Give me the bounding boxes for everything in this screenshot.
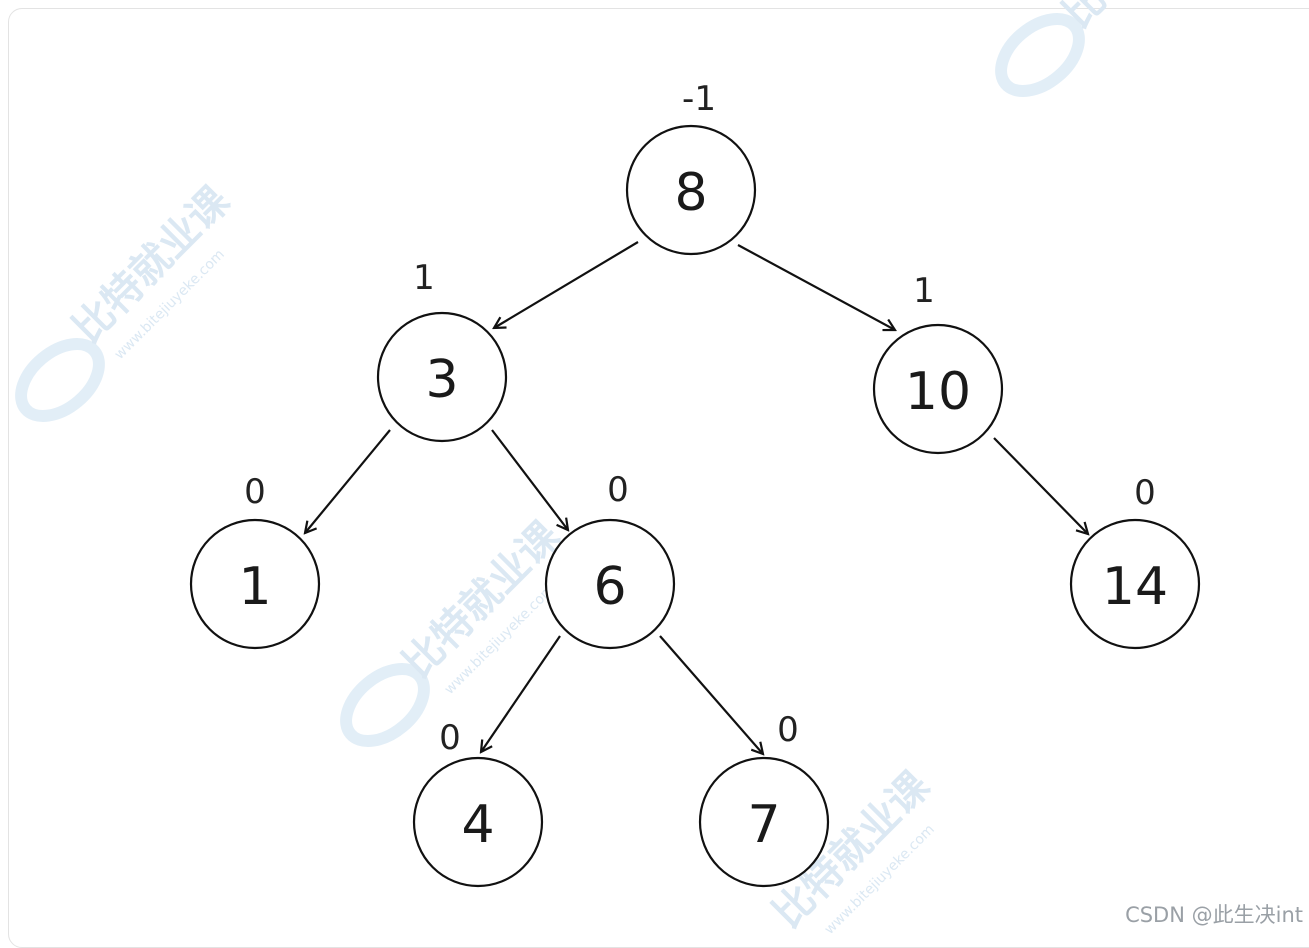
edge-8-10 [737, 244, 895, 330]
node-circle [412, 756, 544, 888]
watermark: 比特就业课 www.bitejiuyeke.com 比特就业课 www.bite… [15, 0, 1230, 933]
node-value: 14 [1102, 557, 1168, 617]
balance-factor-label: -1 [682, 79, 716, 119]
tree-node-6: 6 0 [544, 470, 676, 650]
node-value: 3 [425, 350, 458, 410]
node-value: 7 [747, 795, 780, 855]
csdn-credit: CSDN @此生决int [1125, 903, 1303, 927]
node-circle [1069, 518, 1201, 650]
node-circle [698, 756, 830, 888]
balance-factor-label: 0 [777, 710, 799, 750]
watermark-text-top-right: 比特就业课 [1055, 0, 1230, 37]
edge-10-14 [993, 437, 1088, 534]
edge-6-7 [659, 635, 763, 754]
tree-node-3: 3 1 [376, 258, 508, 443]
node-value: 1 [238, 557, 271, 617]
balance-factor-label: 1 [913, 271, 935, 311]
tree-node-4: 4 0 [412, 718, 544, 888]
node-circle [376, 311, 508, 443]
node-circle [625, 124, 757, 256]
tree-node-14: 14 0 [1069, 473, 1201, 650]
node-value: 6 [593, 557, 626, 617]
balance-factor-label: 0 [1134, 473, 1156, 513]
tree-node-1: 1 0 [189, 472, 321, 650]
edge-3-1 [305, 429, 391, 533]
tree-node-7: 7 0 [698, 710, 830, 888]
node-value: 8 [674, 163, 707, 223]
watermark-logo-top-right: 比特就业课 [995, 0, 1230, 98]
node-circle [189, 518, 321, 650]
tree-node-8: 8 -1 [625, 79, 757, 256]
node-circle [544, 518, 676, 650]
tree-edges [305, 241, 1088, 754]
node-value: 10 [905, 362, 971, 422]
node-value: 4 [461, 795, 494, 855]
edge-6-4 [481, 635, 561, 752]
balance-factor-label: 0 [439, 718, 461, 758]
balance-factor-label: 1 [413, 258, 435, 298]
edge-8-3 [494, 241, 639, 328]
balance-factor-label: 0 [607, 470, 629, 510]
balance-factor-label: 0 [244, 472, 266, 512]
watermark-logo-left: 比特就业课 www.bitejiuyeke.com [15, 177, 239, 423]
tree-node-10: 10 1 [872, 271, 1004, 455]
edge-3-6 [491, 429, 568, 530]
node-circle [872, 323, 1004, 455]
